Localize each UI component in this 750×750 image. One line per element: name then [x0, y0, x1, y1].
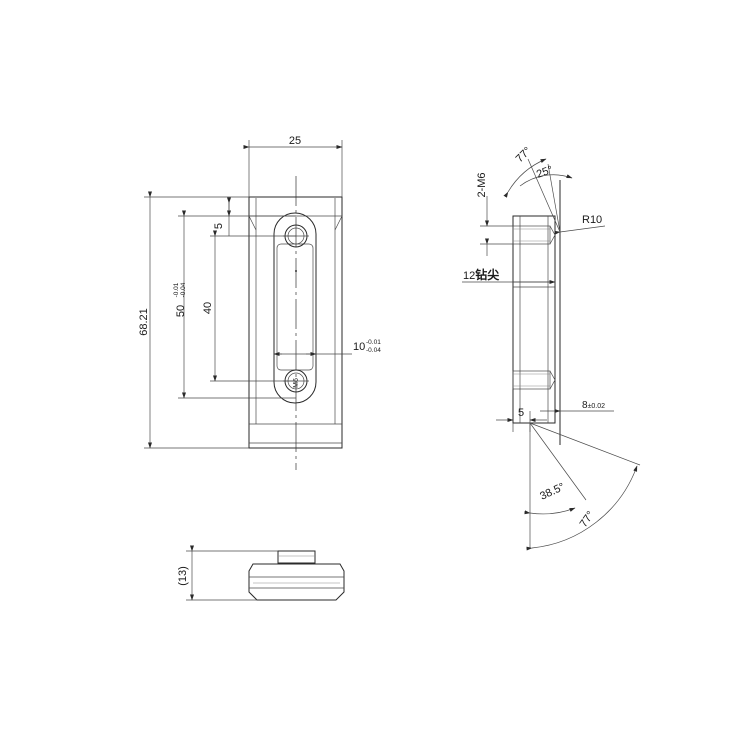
drill-depth: 12 [463, 270, 475, 282]
dim-overall-height: 68.21 [138, 308, 150, 336]
side-view: 2-M6 12钻尖 R10 77° 25° 5 8±0.02 [462, 145, 641, 551]
svg-text:12钻尖: 12钻尖 [463, 267, 499, 282]
dim-thickness: 8±0.02 [582, 400, 605, 411]
front-view: M6 25 68.21 50 -0.01 -0.04 40 5 [138, 135, 381, 470]
dim-width-25: 25 [289, 135, 301, 147]
dim-slot-width: 10 [353, 341, 365, 353]
dim-slot-width-tol-lower: -0.04 [366, 347, 381, 354]
dim-slot-length: 40 [202, 302, 214, 314]
angle-top-inner: 25° [535, 164, 555, 181]
front-view-body [248, 196, 343, 449]
dim-hole-spacing: 50 [175, 305, 187, 317]
dim-hole-spacing-tol-upper: -0.01 [173, 282, 180, 297]
dim-step-width: 5 [518, 407, 524, 419]
dim-slot-offset: 5 [213, 223, 225, 229]
radius-label: R10 [582, 214, 602, 226]
angle-bottom-outer: 77° [578, 509, 597, 530]
bottom-view: (13) [177, 545, 345, 601]
hole-label: M6 [293, 378, 300, 388]
drill-point-label: 钻尖 [475, 267, 499, 282]
angle-top-outer: 77° [514, 145, 534, 165]
slot-outline [273, 212, 317, 404]
dim-hole-spacing-tol-lower: -0.04 [180, 282, 187, 297]
thread-callout: 2-M6 [476, 172, 488, 197]
angle-bottom-inner: 38.5° [538, 481, 566, 503]
dim-slot-width-tol-upper: -0.01 [366, 339, 381, 346]
dim-bottom-height: (13) [177, 566, 189, 586]
side-view-body [512, 215, 556, 424]
